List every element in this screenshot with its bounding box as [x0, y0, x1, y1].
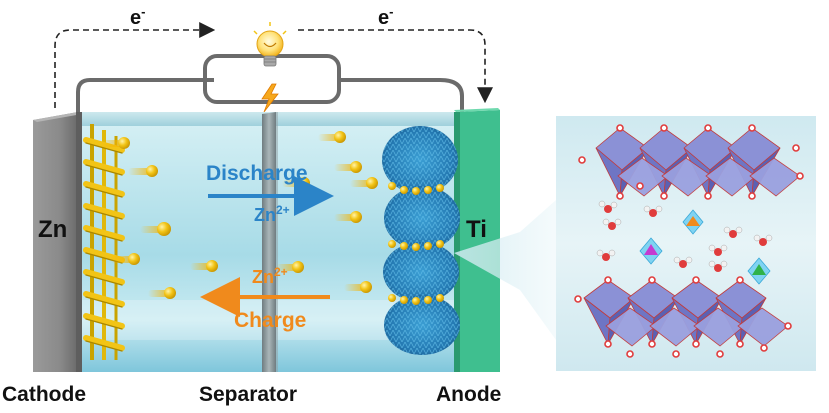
ti-anode-plate — [454, 108, 500, 372]
separator-label: Separator — [199, 383, 297, 406]
separator-membrane — [262, 112, 278, 372]
ion-symbol: Zn — [252, 267, 274, 287]
ion-charge: 2+ — [276, 203, 290, 217]
discharge-ion-label: Zn2+ — [254, 203, 290, 225]
oxygen-atoms-top — [578, 124, 804, 200]
zn-label: Zn — [38, 216, 67, 243]
anode-nanoflower-layer — [382, 126, 460, 355]
zinc-ion — [276, 261, 304, 273]
charge-ion-label: Zn2+ — [252, 265, 288, 287]
zinc-ion — [110, 253, 140, 265]
crystal-structure-inset — [556, 116, 816, 371]
octahedra-bottom-layer — [583, 279, 789, 347]
cathode-mesh — [83, 124, 125, 360]
zinc-ion — [148, 287, 176, 299]
zinc-ion — [318, 131, 346, 143]
lightning-bolt-icon — [261, 83, 279, 113]
zinc-ion — [344, 281, 372, 293]
oxygen-atoms-bottom — [574, 276, 792, 358]
intercalated-complexes — [639, 209, 771, 285]
zinc-ion — [350, 177, 378, 189]
electron-label-right: e- — [378, 4, 393, 29]
zinc-ion — [140, 222, 171, 236]
cathode-label: Cathode — [2, 383, 86, 406]
electron-flow-left-arrow — [54, 22, 216, 108]
zinc-ion-particles — [100, 131, 378, 299]
zoom-wedge — [454, 200, 556, 340]
zinc-ion — [100, 137, 130, 149]
water-molecules — [596, 200, 773, 272]
zinc-ion — [128, 165, 158, 177]
charge-label: Charge — [234, 309, 306, 332]
ion-charge: 2+ — [274, 265, 288, 279]
electron-label-left: e- — [130, 4, 145, 29]
discharge-label: Discharge — [206, 162, 308, 185]
zn-cathode-plate — [33, 112, 82, 372]
light-bulb-icon — [253, 22, 287, 67]
ti-label: Ti — [466, 216, 487, 243]
anode-label: Anode — [436, 383, 501, 406]
ion-symbol: Zn — [254, 205, 276, 225]
electron-flow-right-arrow — [298, 29, 493, 104]
octahedra-top-layer — [595, 127, 801, 198]
zinc-ion — [190, 260, 218, 272]
zinc-ion — [334, 161, 362, 173]
zinc-ion — [334, 211, 362, 223]
